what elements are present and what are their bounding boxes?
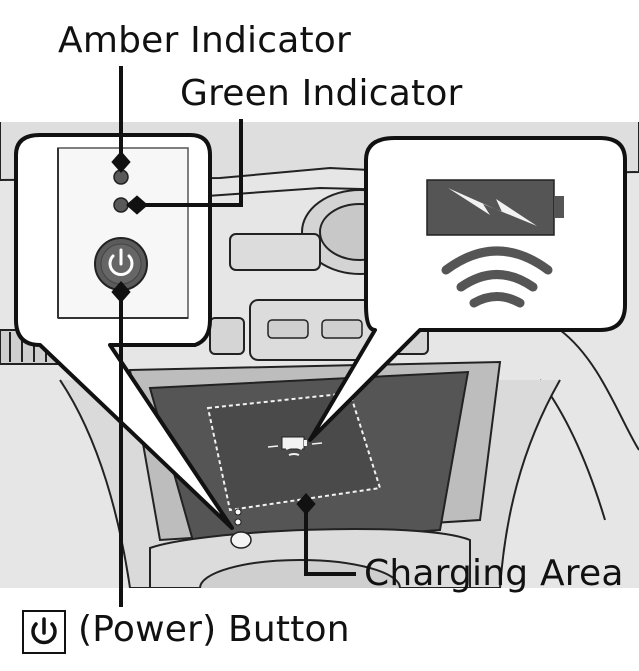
- charging-pad: [206, 391, 382, 512]
- green-indicator-light: [113, 197, 129, 213]
- green-indicator-label: Green Indicator: [180, 73, 463, 114]
- wireless-zoom-callout: [308, 136, 627, 442]
- power-button-label: (Power) Button: [78, 609, 350, 650]
- battery-charging-icon: [426, 179, 564, 236]
- amber-indicator-label: Amber Indicator: [58, 20, 352, 61]
- power-icon: [22, 610, 66, 654]
- leader-lines: [111, 66, 356, 607]
- charging-area-label: Charging Area: [364, 553, 624, 594]
- wireless-charging-icon: [441, 246, 553, 308]
- power-button-graphic[interactable]: [94, 237, 148, 291]
- indicator-zoom-callout: [14, 133, 234, 530]
